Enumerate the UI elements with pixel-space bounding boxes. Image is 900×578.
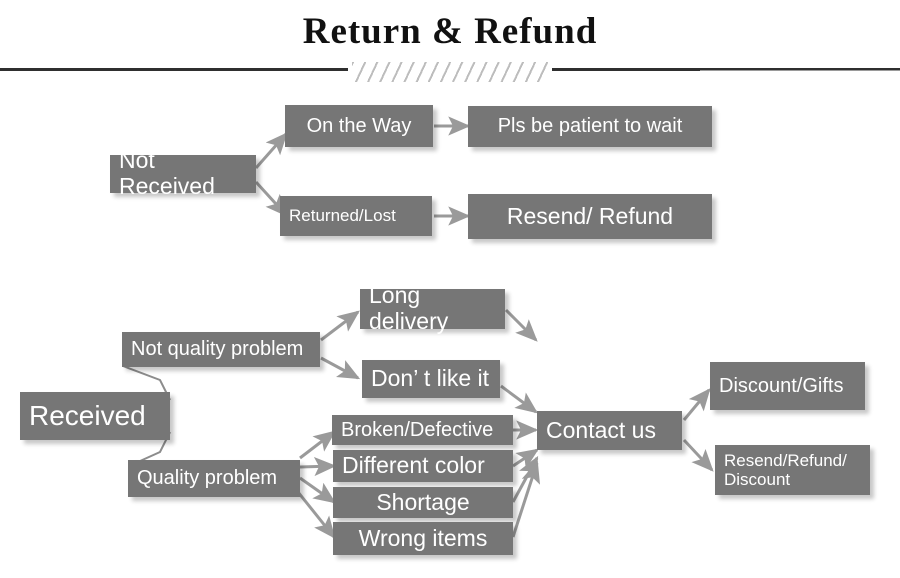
arrow-group-to-contact: [511, 420, 541, 538]
node-not-quality-problem[interactable]: Not quality problem: [122, 332, 320, 367]
node-different-color[interactable]: Different color: [333, 450, 513, 482]
node-wrong-items[interactable]: Wrong items: [333, 522, 513, 555]
node-contact-us[interactable]: Contact us: [537, 411, 682, 450]
node-resend-refund-discount[interactable]: Resend/Refund/ Discount: [715, 445, 870, 495]
page-title: Return & Refund: [302, 11, 598, 52]
divider-rule-thin: [700, 70, 900, 71]
node-pls-be-patient[interactable]: Pls be patient to wait: [468, 106, 712, 147]
divider-hatch-icon: [352, 62, 548, 82]
arrow-group-resolutions: [682, 388, 714, 472]
node-received[interactable]: Received: [20, 392, 170, 440]
arrow-group-quality: [296, 430, 337, 539]
node-shortage[interactable]: Shortage: [333, 487, 513, 518]
title-divider: [0, 60, 900, 84]
node-resend-refund[interactable]: Resend/ Refund: [468, 194, 712, 239]
node-returned-lost[interactable]: Returned/Lost: [280, 196, 432, 236]
node-quality-problem[interactable]: Quality problem: [128, 460, 300, 497]
node-broken-defective[interactable]: Broken/Defective: [332, 415, 513, 445]
node-on-the-way[interactable]: On the Way: [285, 105, 433, 147]
divider-rule-left: [0, 68, 348, 71]
node-dont-like-it[interactable]: Don’ t like it: [362, 360, 500, 398]
node-not-received[interactable]: Not Received: [110, 147, 256, 199]
divider-rule-right: [552, 68, 900, 71]
node-long-delivery[interactable]: Long delivery: [360, 282, 505, 334]
node-discount-gifts[interactable]: Discount/Gifts: [710, 362, 865, 410]
